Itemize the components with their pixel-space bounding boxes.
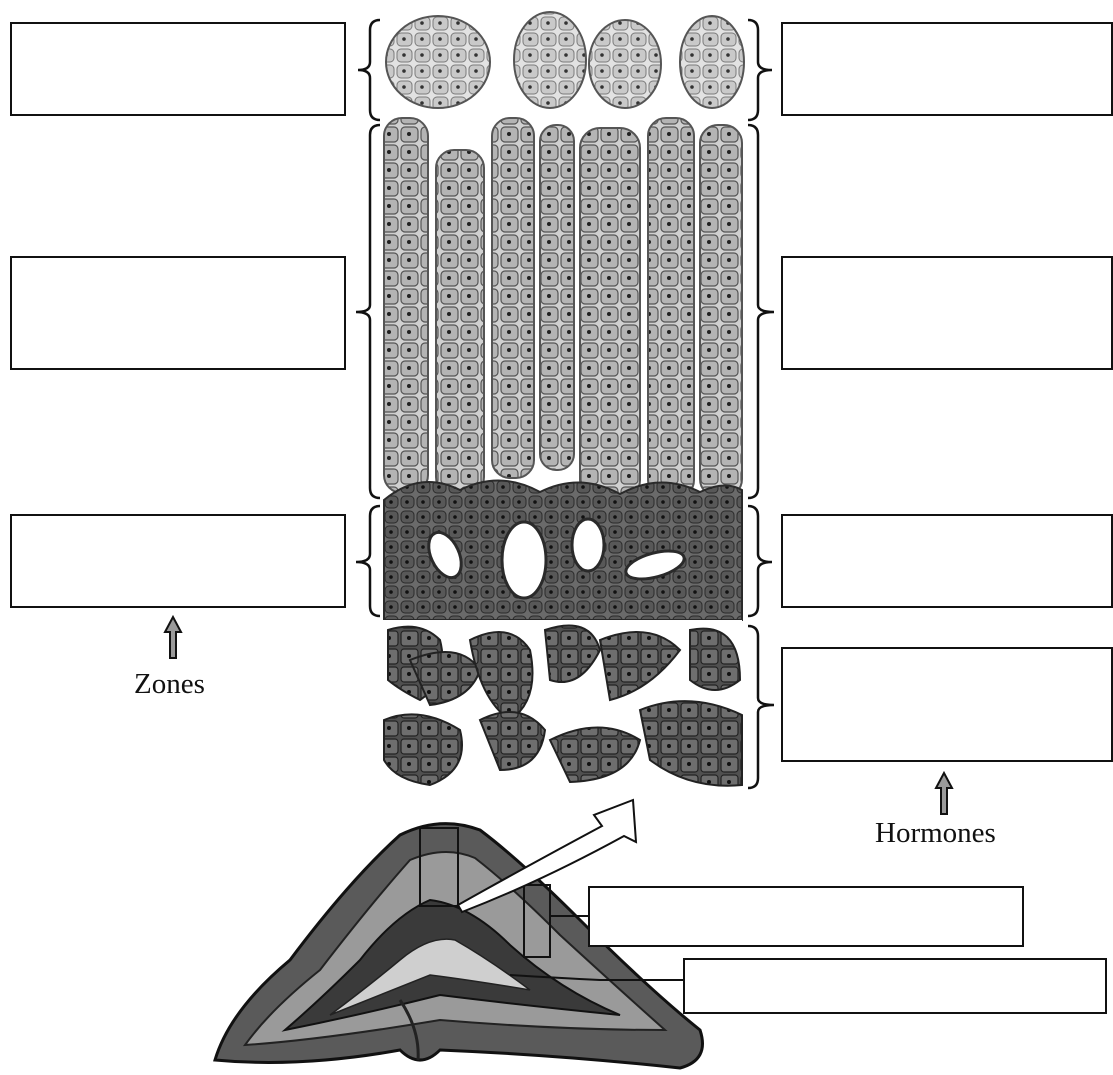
up-arrow-icon bbox=[165, 617, 181, 658]
hormone-label-box-2[interactable] bbox=[781, 256, 1113, 370]
zones-caption: Zones bbox=[134, 668, 205, 701]
inner-zone-tissue bbox=[384, 480, 742, 620]
middle-zone-tissue bbox=[384, 118, 742, 500]
right-brackets bbox=[748, 20, 774, 788]
up-arrow-icon bbox=[936, 773, 952, 814]
hormone-label-box-3[interactable] bbox=[781, 514, 1113, 608]
zone-label-box-3[interactable] bbox=[10, 514, 346, 608]
medulla-tissue bbox=[382, 620, 742, 788]
zone-label-box-1[interactable] bbox=[10, 22, 346, 116]
outer-zone-tissue bbox=[382, 12, 744, 120]
left-brackets bbox=[356, 20, 380, 616]
gland-label-box-2[interactable] bbox=[683, 958, 1107, 1014]
hormones-caption: Hormones bbox=[875, 817, 996, 850]
hormone-label-box-4[interactable] bbox=[781, 647, 1113, 762]
hormone-label-box-1[interactable] bbox=[781, 22, 1113, 116]
zone-label-box-2[interactable] bbox=[10, 256, 346, 370]
gland-label-box-1[interactable] bbox=[588, 886, 1024, 947]
